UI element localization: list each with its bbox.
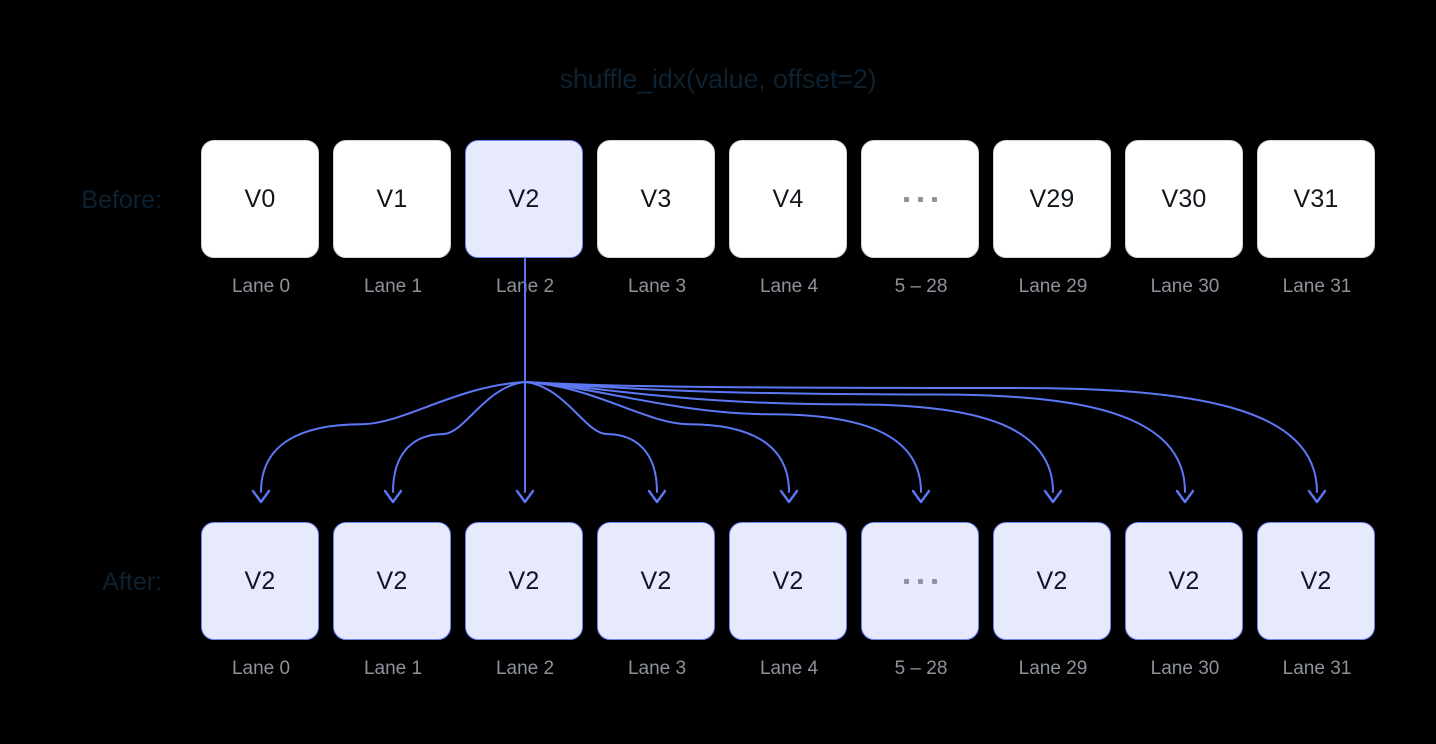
lane-value-text: V2 — [1300, 566, 1332, 595]
lane-value-text: V1 — [376, 184, 408, 213]
lane-value-text: V4 — [772, 184, 804, 213]
lane-value-text: V2 — [508, 566, 540, 595]
lane-value-text: V2 — [1168, 566, 1200, 595]
lane-index-label: 5 – 28 — [894, 658, 948, 679]
lane-value-text: V31 — [1293, 184, 1339, 213]
lane-box-value: V2 — [993, 522, 1111, 640]
lane-box-value: V2 — [729, 522, 847, 640]
lane-box-value: V2 — [465, 522, 583, 640]
lane-index-label: Lane 30 — [1150, 658, 1220, 679]
lane-value-text: V0 — [244, 184, 276, 213]
arrow-path — [524, 381, 1318, 493]
lane-value-text: V2 — [640, 566, 672, 595]
lane-box-value: V1 — [333, 140, 451, 258]
lane-box-value: V2 — [465, 140, 583, 258]
lane-index-label: Lane 31 — [1282, 276, 1352, 297]
lane-value-text: V2 — [508, 184, 540, 213]
lane-box-value: V2 — [597, 522, 715, 640]
lane-value-text: V30 — [1161, 184, 1207, 213]
lane-box-ellipsis — [861, 522, 979, 640]
lane-box-ellipsis — [861, 140, 979, 258]
lane-box-value: V2 — [1257, 522, 1375, 640]
lane-value-text: V2 — [376, 566, 408, 595]
lane-box-value: V30 — [1125, 140, 1243, 258]
lane-index-label: Lane 29 — [1018, 658, 1088, 679]
arrowhead-icon — [647, 489, 667, 504]
lane-box-value: V2 — [333, 522, 451, 640]
lane-box-value: V0 — [201, 140, 319, 258]
before-row-label: Before: — [81, 186, 162, 214]
lane-index-label: Lane 3 — [627, 658, 687, 679]
page-title: shuffle_idx(value, offset=2) — [559, 64, 877, 94]
arrowhead-icon — [911, 489, 931, 504]
lane-box-value: V29 — [993, 140, 1111, 258]
lane-box-value: V2 — [201, 522, 319, 640]
lane-value-text: V3 — [640, 184, 672, 213]
lane-value-text: V2 — [244, 566, 276, 595]
lane-index-label: Lane 4 — [759, 276, 819, 297]
arrow-path — [392, 381, 526, 493]
lane-value-text: V2 — [1036, 566, 1068, 595]
arrow-path — [524, 381, 658, 493]
lane-index-label: Lane 3 — [627, 276, 687, 297]
ellipsis-icon — [903, 578, 937, 584]
lane-index-label: Lane 0 — [231, 276, 291, 297]
arrow-path — [260, 381, 526, 493]
arrowhead-icon — [383, 489, 403, 504]
lane-box-value: V4 — [729, 140, 847, 258]
lane-index-label: Lane 1 — [363, 276, 423, 297]
lane-value-text: V2 — [772, 566, 804, 595]
arrowhead-icon — [779, 489, 799, 504]
lane-index-label: Lane 30 — [1150, 276, 1220, 297]
lane-index-label: Lane 4 — [759, 658, 819, 679]
lane-index-label: Lane 29 — [1018, 276, 1088, 297]
arrowhead-icon — [1307, 489, 1327, 504]
arrowhead-icon — [1175, 489, 1195, 504]
arrowhead-icon — [251, 489, 271, 504]
lane-index-label: Lane 31 — [1282, 658, 1352, 679]
lane-index-label: 5 – 28 — [894, 276, 948, 297]
lane-index-label: Lane 2 — [495, 658, 555, 679]
arrow-path — [524, 381, 1186, 493]
arrowhead-icon — [1043, 489, 1063, 504]
arrow-path — [524, 381, 1054, 493]
arrow-path — [524, 381, 922, 493]
lane-index-label: Lane 1 — [363, 658, 423, 679]
lane-value-text: V29 — [1029, 184, 1075, 213]
lane-box-value: V2 — [1125, 522, 1243, 640]
ellipsis-icon — [903, 196, 937, 202]
after-row-label: After: — [102, 568, 162, 596]
lane-index-label: Lane 2 — [495, 276, 555, 297]
lane-box-value: V3 — [597, 140, 715, 258]
arrow-path — [524, 381, 790, 493]
lane-box-value: V31 — [1257, 140, 1375, 258]
lane-index-label: Lane 0 — [231, 658, 291, 679]
arrowhead-icon — [515, 489, 535, 504]
